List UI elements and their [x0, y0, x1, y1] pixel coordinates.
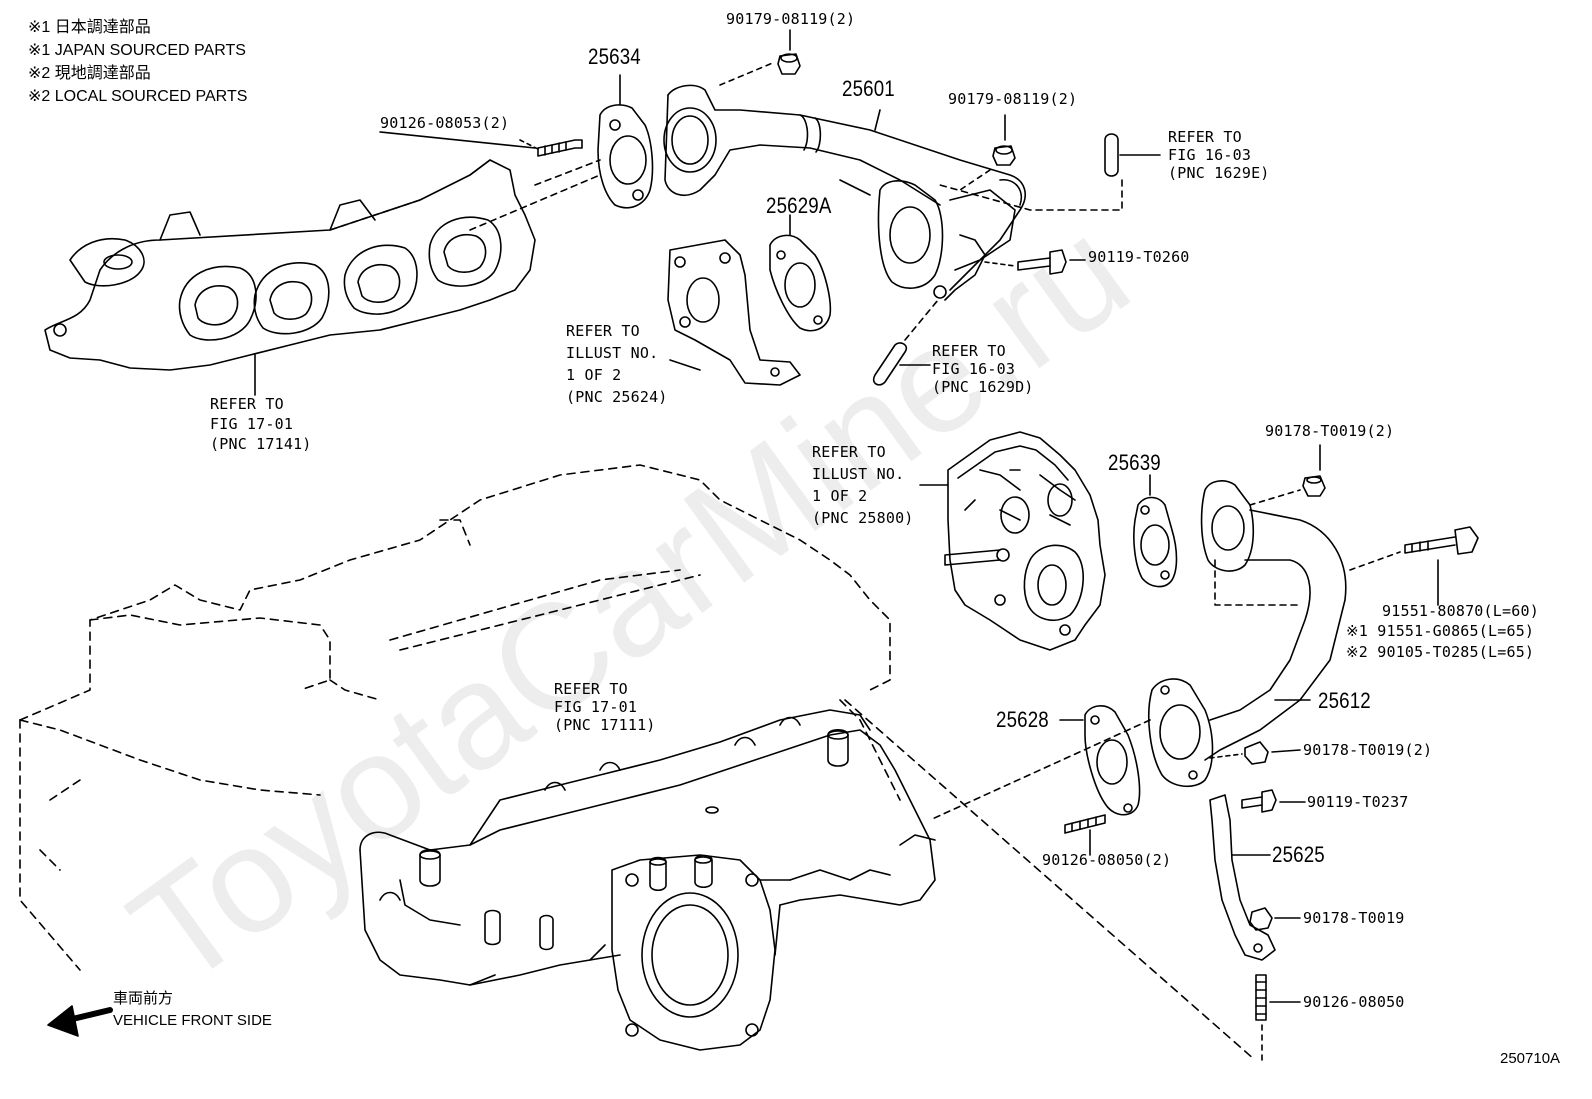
- figure-code: 250710A: [1500, 1050, 1561, 1067]
- bolt-90119-t0237: [1241, 789, 1306, 813]
- alignment-line: [844, 699, 1256, 1061]
- reference-illust-25624[interactable]: REFER TO ILLUST NO. 1 OF 2 (PNC 25624): [566, 322, 668, 406]
- fastener-label-90178-t0019-mid[interactable]: 90178-T0019(2): [1303, 741, 1433, 759]
- intake-manifold-lower: [359, 709, 936, 1051]
- reference-fig-16-03-1629e[interactable]: REFER TO FIG 16-03 (PNC 1629E): [1168, 128, 1270, 182]
- reference-illust-25800[interactable]: REFER TO ILLUST NO. 1 OF 2 (PNC 25800): [812, 443, 914, 527]
- part-label-25629a[interactable]: 25629A: [766, 193, 832, 218]
- gasket-25628: [929, 705, 1151, 821]
- front-arrow-head: [47, 1005, 79, 1037]
- note-line-3: ※2 現地調達部品: [28, 65, 151, 82]
- reference-fig-17-01-17111[interactable]: REFER TO FIG 17-01 (PNC 17111): [554, 680, 656, 734]
- fastener-label-91551-80870[interactable]: 91551-80870(L=60): [1382, 602, 1539, 620]
- fastener-label-90126-08053[interactable]: 90126-08053(2): [380, 114, 510, 132]
- bolt-90179-right: [959, 114, 1016, 191]
- leader-90126-08053: [379, 131, 536, 149]
- fastener-label-90179-08119-top[interactable]: 90179-08119(2): [726, 10, 856, 28]
- fastener-label-90178-t0019-top[interactable]: 90178-T0019(2): [1265, 422, 1395, 440]
- fastener-label-91551-g0865[interactable]: ※1 91551-G0865(L=65): [1346, 622, 1535, 640]
- nut-90178-low: [1249, 907, 1301, 931]
- pipe-25601: [663, 84, 1026, 301]
- egr-cooler-25800: [919, 431, 1106, 651]
- gasket-25629a: [769, 214, 832, 332]
- part-label-25634[interactable]: 25634: [588, 44, 641, 69]
- stud-lower-left: [1064, 814, 1106, 856]
- fastener-label-90178-t0019-low[interactable]: 90178-T0019: [1303, 909, 1405, 927]
- fastener-label-90179-08119-right[interactable]: 90179-08119(2): [948, 90, 1078, 108]
- stud-90126-08050: [1255, 974, 1301, 1061]
- bolt-90179-top: [719, 29, 801, 86]
- fastener-label-90105-t0285[interactable]: ※2 90105-T0285(L=65): [1346, 643, 1535, 661]
- engine-block-outline: [19, 464, 901, 971]
- part-label-25612[interactable]: 25612: [1318, 688, 1371, 713]
- part-label-25639[interactable]: 25639: [1108, 450, 1161, 475]
- bolt-91551: [1349, 526, 1479, 606]
- vehicle-front-en: VEHICLE FRONT SIDE: [113, 1012, 272, 1029]
- part-label-25625[interactable]: 25625: [1272, 842, 1325, 867]
- fastener-label-90126-08050-2[interactable]: 90126-08050(2): [1042, 851, 1172, 869]
- stud-upper: [519, 139, 583, 157]
- reference-fig-16-03-1629d[interactable]: REFER TO FIG 16-03 (PNC 1629D): [932, 342, 1034, 396]
- hose-16-03-d: [872, 299, 939, 386]
- bracket-25624: [667, 239, 801, 386]
- nut-90178-top: [1249, 444, 1326, 506]
- part-label-25628[interactable]: 25628: [996, 707, 1049, 732]
- exhaust-manifold-upper: [44, 159, 536, 396]
- reference-fig-17-01-17141[interactable]: REFER TO FIG 17-01 (PNC 17141): [210, 395, 312, 453]
- bracket-25625: [1209, 794, 1276, 961]
- note-line-2: ※1 JAPAN SOURCED PARTS: [28, 42, 246, 59]
- part-label-25601[interactable]: 25601: [842, 76, 895, 101]
- fastener-label-90119-t0260[interactable]: 90119-T0260: [1088, 248, 1190, 266]
- gasket-25639: [1133, 474, 1178, 588]
- bolt-90119-t0260: [984, 249, 1086, 275]
- note-line-1: ※1 日本調達部品: [28, 19, 151, 36]
- gasket-25634: [597, 74, 654, 209]
- vehicle-front-jp: 車両前方: [113, 990, 174, 1007]
- nut-90178-mid: [1209, 741, 1301, 765]
- fastener-label-90126-08050[interactable]: 90126-08050: [1303, 993, 1405, 1011]
- note-line-4: ※2 LOCAL SOURCED PARTS: [28, 88, 248, 105]
- hose-16-03-e: [939, 133, 1161, 211]
- pipe-25612: [1148, 480, 1347, 788]
- fastener-label-90119-t0237[interactable]: 90119-T0237: [1307, 793, 1409, 811]
